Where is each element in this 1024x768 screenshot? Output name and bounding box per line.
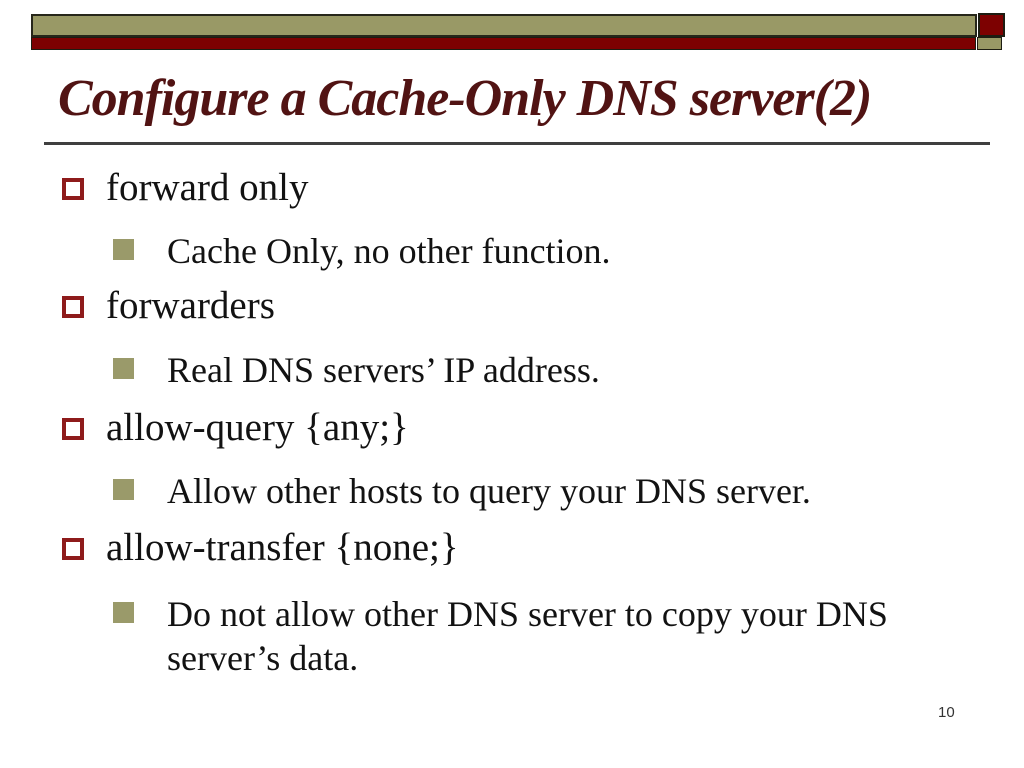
bullet-item: forward only [62,164,309,212]
page-number: 10 [938,704,955,721]
bullet-item: allow-transfer {none;} [62,524,459,572]
filled-square-bullet-icon [113,239,134,260]
hollow-square-bullet-icon [62,418,84,440]
sub-bullet-item: Cache Only, no other function. [113,229,611,273]
bullet-item-label: forward only [106,166,309,209]
bullet-item-label: forwarders [106,284,275,327]
header-bar-red [31,37,976,50]
sub-bullet-text: Real DNS servers’ IP address. [167,350,600,390]
sub-bullet-item: Allow other hosts to query your DNS serv… [113,469,811,513]
sub-bullet-text: Allow other hosts to query your DNS serv… [167,471,811,511]
sub-bullet-text: Cache Only, no other function. [167,231,611,271]
bullet-item-label: allow-query {any;} [106,406,409,449]
title-divider [44,142,990,145]
hollow-square-bullet-icon [62,538,84,560]
hollow-square-bullet-icon [62,178,84,200]
sub-bullet-item: Do not allow other DNS server to copy yo… [113,592,987,680]
bullet-item-label: allow-transfer {none;} [106,526,459,569]
filled-square-bullet-icon [113,602,134,623]
hollow-square-bullet-icon [62,296,84,318]
filled-square-bullet-icon [113,479,134,500]
header-bar-olive [31,14,977,37]
slide-title: Configure a Cache-Only DNS server(2) [58,70,872,127]
header-accent-olive-square [977,37,1002,50]
bullet-item: forwarders [62,282,275,330]
sub-bullet-text: Do not allow other DNS server to copy yo… [167,594,888,678]
filled-square-bullet-icon [113,358,134,379]
sub-bullet-item: Real DNS servers’ IP address. [113,348,600,392]
header-accent-red-square [978,13,1005,37]
bullet-item: allow-query {any;} [62,404,409,452]
